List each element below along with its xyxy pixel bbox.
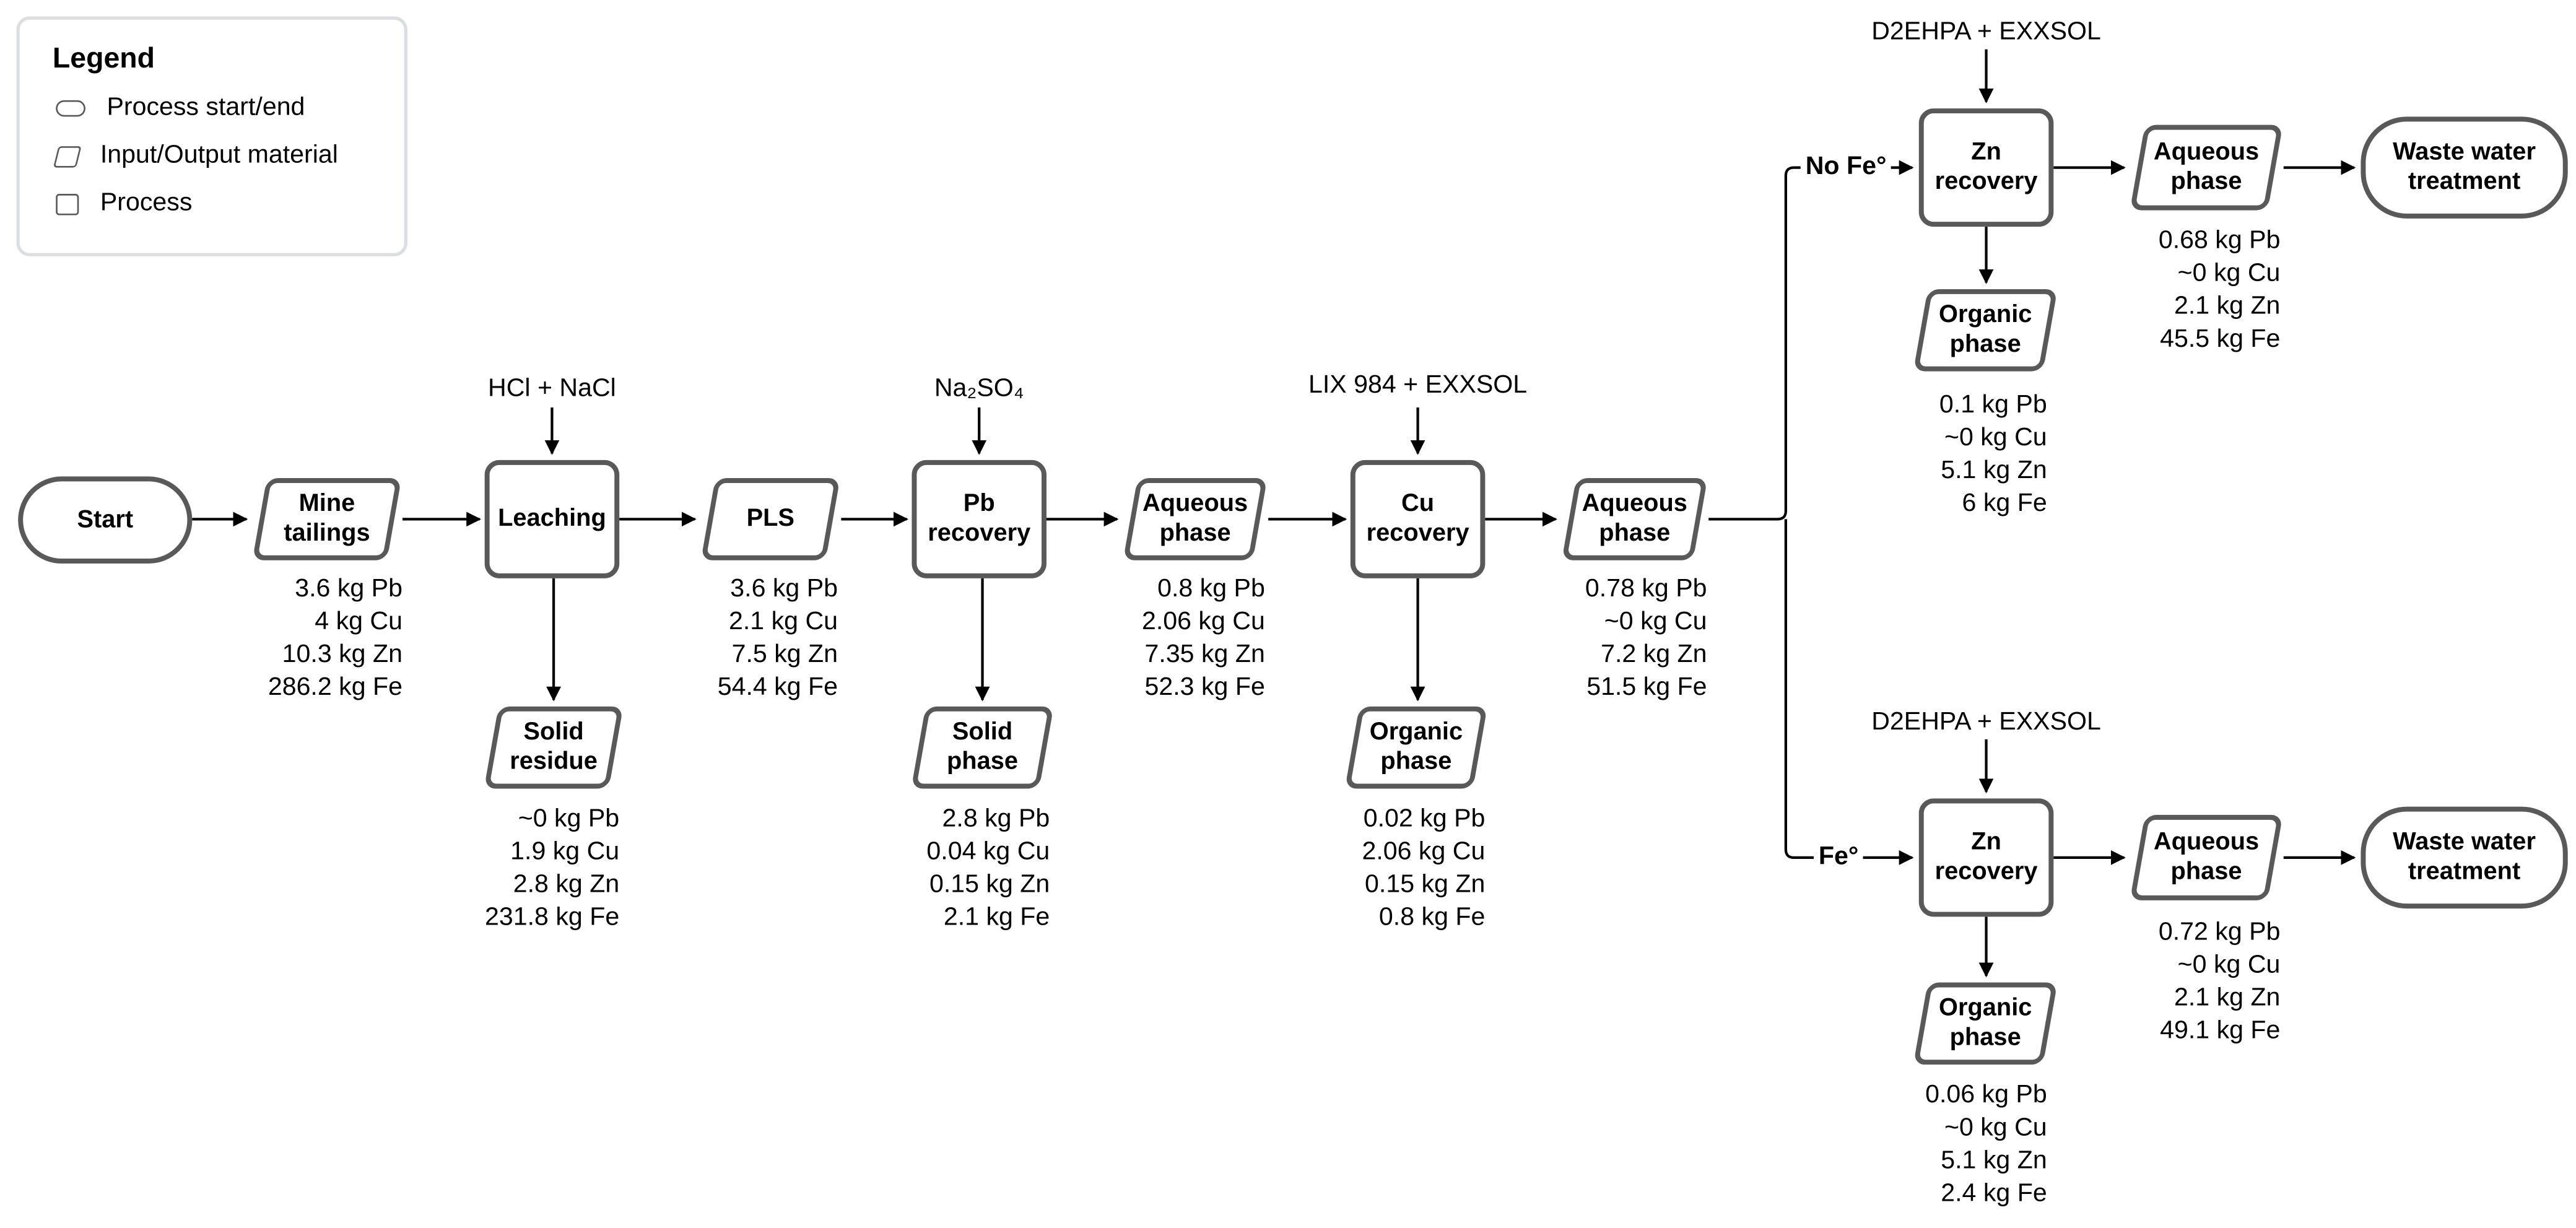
stats-solid-residue: ~0 kg Pb 1.9 kg Cu 2.8 kg Zn 231.8 kg Fe (485, 804, 620, 932)
node-aqueous-phase-1: Aqueous phase (1122, 478, 1268, 560)
node-aqueous-phase-4: Aqueous phase (2129, 814, 2283, 900)
stats-mine-tailings: 3.6 kg Pb 4 kg Cu 10.3 kg Zn 286.2 kg Fe (268, 575, 402, 702)
stats-aqueous-phase-2: 0.78 kg Pb ~0 kg Cu 7.2 kg Zn 51.5 kg Fe (1585, 575, 1707, 702)
reagent-label-na2so4: Na₂SO₄ (934, 374, 1024, 403)
node-mine-tailings: Mine tailings (251, 478, 402, 560)
stats-aqueous-phase-3: 0.68 kg Pb ~0 kg Cu 2.1 kg Zn 45.5 kg Fe (2158, 227, 2281, 354)
parallelogram-icon (53, 145, 82, 167)
stats-pls: 3.6 kg Pb 2.1 kg Cu 7.5 kg Zn 54.4 kg Fe (717, 575, 838, 702)
branch-label-no-fe: No Fe° (1800, 152, 1892, 183)
legend-item-process: Process (56, 189, 404, 219)
node-organic-phase-bottom: Organic phase (1912, 982, 2058, 1065)
node-leaching: Leaching (484, 459, 620, 578)
reagent-label-d2ehpa-exxsol-bottom: D2EHPA + EXXSOL (1871, 708, 2101, 736)
node-organic-phase-top: Organic phase (1912, 289, 2058, 372)
legend-title: Legend (52, 41, 155, 74)
stats-aqueous-phase-4: 0.72 kg Pb ~0 kg Cu 2.1 kg Zn 49.1 kg Fe (2158, 918, 2281, 1045)
node-waste-water-treatment-bottom: Waste water treatment (2361, 806, 2568, 909)
stats-organic-phase-top: 0.1 kg Pb ~0 kg Cu 5.1 kg Zn 6 kg Fe (1939, 391, 2047, 518)
legend-item-label: Process start/end (107, 94, 305, 122)
reagent-label-hcl-nacl: HCl + NaCl (488, 374, 616, 403)
stadium-icon (56, 100, 85, 117)
reagent-label-d2ehpa-exxsol-top: D2EHPA + EXXSOL (1871, 18, 2101, 46)
legend-panel: Legend Process start/end Input/Output ma… (16, 16, 407, 256)
node-cu-recovery: Cu recovery (1350, 459, 1486, 578)
branch-label-fe: Fe° (1813, 843, 1864, 873)
node-waste-water-treatment-top: Waste water treatment (2361, 116, 2568, 219)
node-zn-recovery-top: Zn recovery (1918, 108, 2054, 227)
node-solid-residue: Solid residue (483, 706, 624, 789)
node-organic-phase-cu: Organic phase (1344, 706, 1488, 789)
node-pls: PLS (700, 478, 841, 560)
node-zn-recovery-bottom: Zn recovery (1918, 798, 2054, 917)
reagent-label-lix984-exxsol: LIX 984 + EXXSOL (1308, 371, 1528, 399)
stats-aqueous-phase-1: 0.8 kg Pb 2.06 kg Cu 7.35 kg Zn 52.3 kg … (1141, 575, 1265, 702)
node-aqueous-phase-3: Aqueous phase (2129, 124, 2283, 211)
node-start: Start (18, 476, 193, 564)
legend-item-label: Process (100, 189, 193, 217)
legend-item-io: Input/Output material (53, 141, 404, 171)
node-aqueous-phase-2: Aqueous phase (1560, 478, 1708, 560)
stats-organic-phase-cu: 0.02 kg Pb 2.06 kg Cu 0.15 kg Zn 0.8 kg … (1362, 804, 1486, 932)
stats-organic-phase-bottom: 0.06 kg Pb ~0 kg Cu 5.1 kg Zn 2.4 kg Fe (1925, 1081, 2047, 1208)
stats-solid-phase: 2.8 kg Pb 0.04 kg Cu 0.15 kg Zn 2.1 kg F… (926, 804, 1050, 932)
node-solid-phase: Solid phase (910, 706, 1055, 789)
edge-branch-no-fe (1708, 160, 1914, 521)
legend-item-label: Input/Output material (100, 141, 338, 170)
legend-item-start-end: Process start/end (56, 94, 404, 123)
edge-branch-fe (1784, 519, 1914, 865)
node-pb-recovery: Pb recovery (912, 459, 1046, 578)
square-icon (56, 193, 79, 215)
